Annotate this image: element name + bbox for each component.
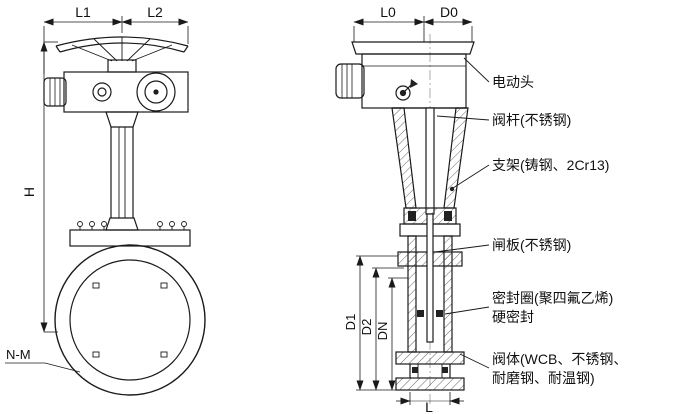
leader-stem bbox=[436, 115, 490, 121]
yoke-front bbox=[105, 111, 139, 218]
label-bracket: 支架(铸钢、2Cr13) bbox=[492, 157, 609, 173]
valve-body-side bbox=[397, 213, 463, 353]
dim-D2: D2 bbox=[359, 319, 374, 336]
label-actuator: 电动头 bbox=[492, 74, 534, 90]
dim-L1: L1 bbox=[75, 4, 91, 20]
actuator-side bbox=[335, 41, 475, 109]
leader-seal bbox=[444, 306, 490, 315]
leader-gate bbox=[434, 244, 490, 253]
dim-DN: DN bbox=[375, 322, 390, 341]
actuator-front bbox=[43, 71, 189, 113]
label-hard-seal: 硬密封 bbox=[492, 309, 534, 325]
gate-plate bbox=[426, 213, 434, 343]
dim-H: H bbox=[21, 187, 37, 197]
dim-D1: D1 bbox=[343, 314, 358, 331]
front-view bbox=[43, 36, 206, 396]
side-view bbox=[335, 34, 475, 404]
bonnet-flange bbox=[69, 217, 191, 247]
label-body-2: 耐磨钢、耐温钢) bbox=[492, 370, 595, 386]
bottom-flanges bbox=[395, 351, 465, 391]
label-body-1: 阀体(WCB、不锈钢、 bbox=[492, 351, 627, 367]
valve-stem bbox=[425, 107, 435, 215]
leader-body bbox=[459, 353, 490, 369]
valve-body-front bbox=[54, 244, 206, 396]
dim-L: L bbox=[425, 399, 433, 414]
dim-D0: D0 bbox=[440, 4, 458, 20]
label-gate: 闸板(不锈钢) bbox=[492, 237, 571, 253]
label-seal-ring: 密封圈(聚四氟乙烯) bbox=[492, 290, 613, 306]
leader-bracket bbox=[452, 164, 490, 189]
dim-L2: L2 bbox=[147, 4, 163, 20]
dim-L0: L0 bbox=[380, 4, 396, 20]
handwheel bbox=[55, 36, 189, 73]
dim-NM: N-M bbox=[6, 347, 31, 362]
leader-actuator bbox=[463, 57, 490, 83]
front-view-dimensions bbox=[5, 16, 189, 373]
side-view-dimensions bbox=[353, 16, 473, 405]
label-stem: 阀杆(不锈钢) bbox=[492, 112, 571, 128]
annotation-leaders bbox=[434, 57, 490, 369]
